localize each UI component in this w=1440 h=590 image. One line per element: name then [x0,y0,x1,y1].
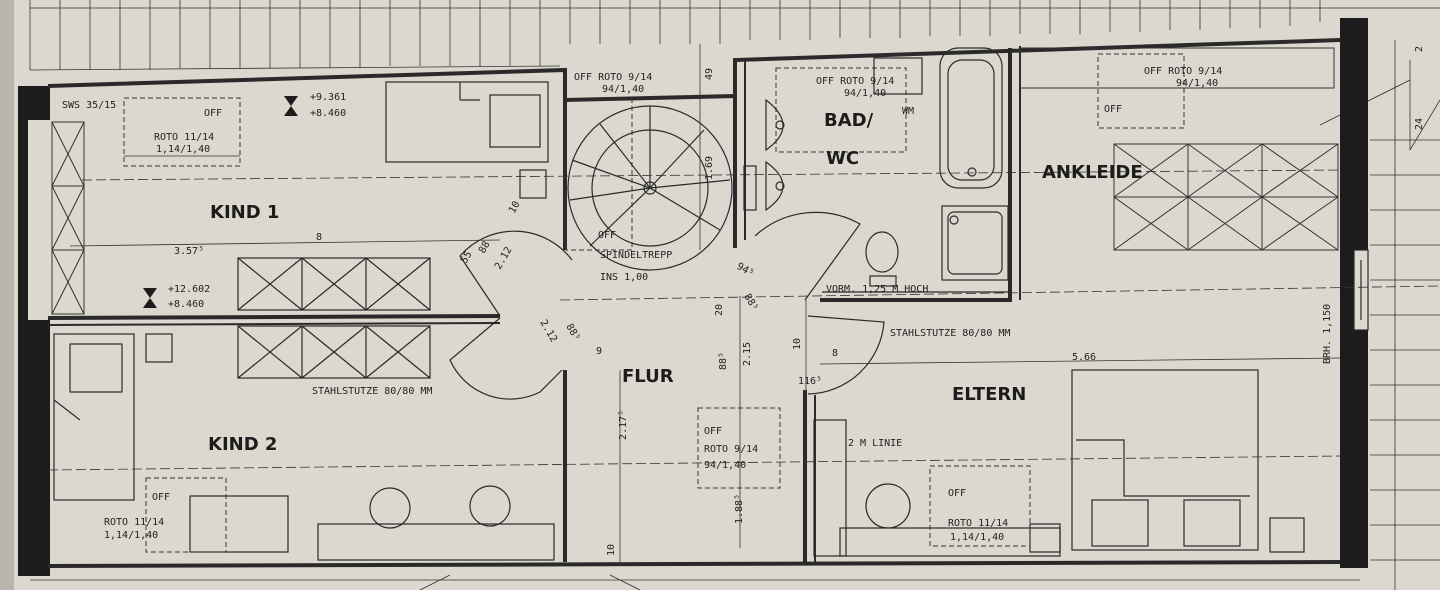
note-eltern-roto: ROTO 11/14 [948,518,1008,529]
dim-55: 55 [459,250,475,266]
note-stair-size: 94/1,40 [602,84,644,95]
note-stahl2: STAHLSTUTZE 80/80 MM [312,386,432,397]
note-kind2-off: OFF [152,492,170,503]
note-eltern-size: 1,14/1,40 [950,532,1004,543]
dimension-lines [47,44,1440,566]
dim-24: 24 [1414,118,1425,130]
note-kind1-size: 1,14/1,40 [156,144,210,155]
dim-10c: 10 [606,544,617,556]
bad-washer [873,57,923,95]
note-ank-size: 94/1,40 [1176,78,1218,89]
note-kind2-size: 1,14/1,40 [104,530,158,541]
kind1-roof-window [123,97,241,167]
room-label-ankleide: ANKLEIDE [1042,162,1143,183]
note-eltern-off: OFF [948,488,966,499]
eltern-furniture [813,369,1305,557]
note-stahl1: STAHLSTUTZE 80/80 MM [890,328,1010,339]
note-stair-off: OFF [598,230,616,241]
note-stair-ins: INS 1,00 [600,272,648,283]
dim-217: 2.17⁵ [618,410,629,440]
note-bad-roto: OFF ROTO 9/14 [816,76,894,87]
roof-rafters-bottom [30,574,1360,590]
note-height-top-b: +8.460 [310,108,346,119]
note-bad-size: 94/1,40 [844,88,886,99]
note-ank-off: OFF [1104,104,1122,115]
note-linie: 2 M LINIE [848,438,902,449]
room-label-kind1: KIND 1 [210,202,279,223]
note-kind1-off: OFF [204,108,222,119]
note-height-bot-a: +12.602 [168,284,210,295]
room-label-wc: WC [826,148,859,169]
kind1-furniture [237,81,549,311]
roof-rafters-right [1319,40,1440,590]
dim-8b: 8 [832,348,838,359]
room-label-bad: BAD/ [824,110,874,131]
dim-566: 5.66 [1072,352,1096,363]
room-label-eltern: ELTERN [952,384,1026,405]
dim-188: 1.88⁵ [734,494,745,524]
bad-roof-window [775,67,907,153]
room-label-kind2: KIND 2 [208,434,277,455]
note-bad-wm: WM [902,106,914,117]
dim-88a: 88 [477,240,493,256]
window-right [1353,249,1369,331]
note-ank-roto: OFF ROTO 9/14 [1144,66,1222,77]
note-flur-off: OFF [704,426,722,437]
note-flur-size: 94/1,40 [704,460,746,471]
height-markers [143,96,298,308]
dim-2: 2 [1414,46,1425,52]
note-flur-roto: ROTO 9/14 [704,444,758,455]
dim-88d: 88⁵ [718,352,729,370]
walls [47,38,1341,568]
note-height-bot-b: +8.460 [168,299,204,310]
note-kind1-roto: ROTO 11/14 [154,132,214,143]
ankleide-roof-window [1097,53,1185,129]
outer-wall-left-strip [28,120,50,320]
dim-49: 49 [704,68,715,80]
dim-8a: 8 [316,232,322,243]
note-height-top-a: +9.361 [310,92,346,103]
note-stair-name: SPINDELTREPP [600,250,672,261]
dim-9: 9 [596,346,602,357]
note-sws: SWS 35/15 [62,100,116,111]
flur-roof-window [697,407,781,489]
eltern-roof-window [929,465,1031,547]
ankleide-wardrobe [1019,47,1339,251]
paper-left-edge [0,0,14,590]
dim-20: 20 [714,304,725,316]
kind2-roof-window [145,477,227,553]
window-kind1-left [51,121,85,315]
stair-roof-window [565,99,633,251]
spiral-stair [567,105,733,271]
dim-116: 116⁵ [798,376,822,387]
note-kind2-roto: ROTO 11/14 [104,517,164,528]
bad-fixtures [743,47,1010,293]
note-brh: BRH. 1,150 [1322,304,1333,364]
doors [449,211,885,400]
dim-kind1-width: 3.57⁵ [174,246,204,257]
room-label-flur: FLUR [622,366,674,387]
dim-169: 1.69 [704,156,715,180]
note-stair-roto: OFF ROTO 9/14 [574,72,652,83]
roof-rafters-top [29,0,1440,71]
note-vorm: VORM. 1,25 M HOCH [826,284,928,295]
dim-10a: 10 [507,200,523,216]
dim-215: 2.15 [742,342,753,366]
kind2-furniture [53,325,555,561]
dim-10b: 10 [792,338,803,350]
